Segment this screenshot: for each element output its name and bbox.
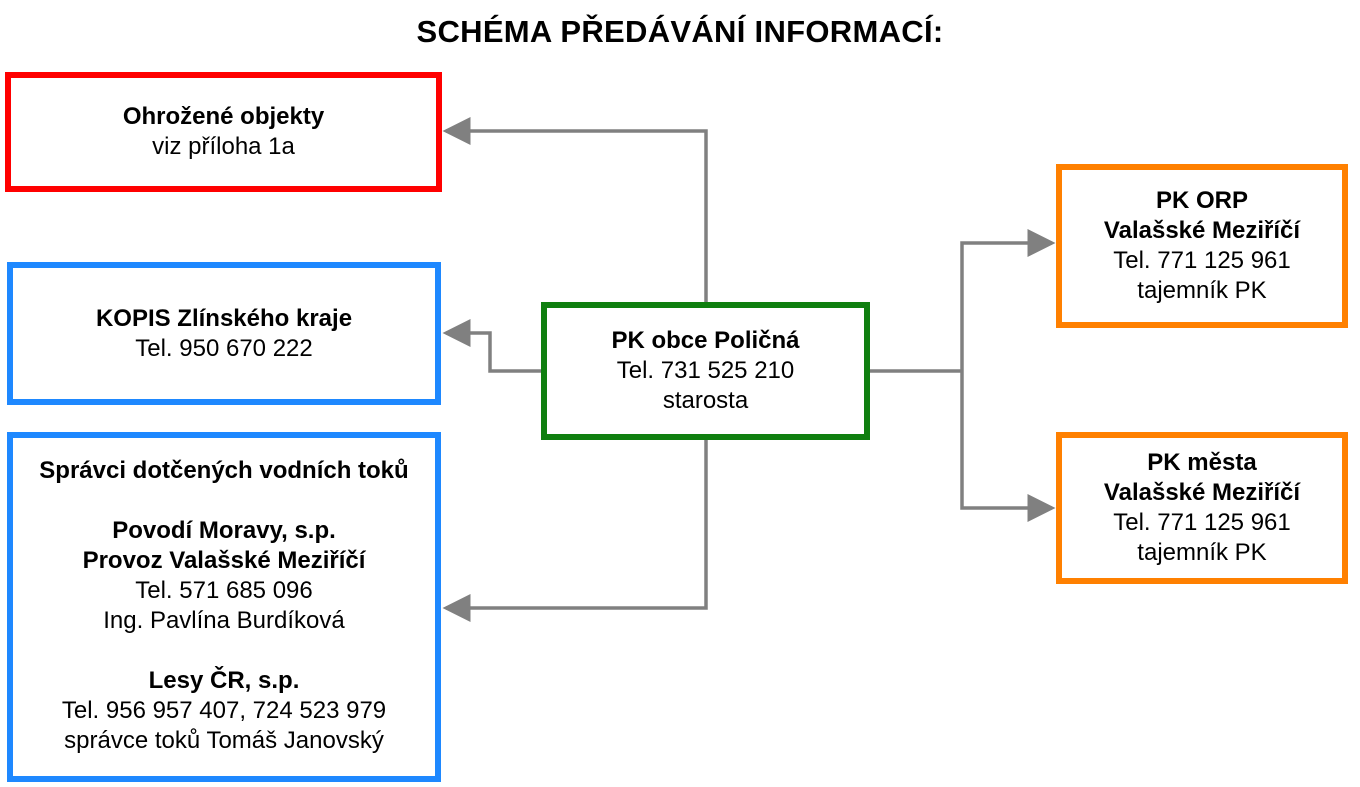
city-box: PK města Valašské Meziříčí Tel. 771 125 … xyxy=(1056,432,1348,584)
povodi-person: Ing. Pavlína Burdíková xyxy=(103,607,345,634)
orp-phone: Tel. 771 125 961 xyxy=(1113,247,1291,274)
lesy-name: Lesy ČR, s.p. xyxy=(148,667,300,694)
arrow-to-managers xyxy=(442,440,708,622)
threatened-note: viz příloha 1a xyxy=(152,133,295,160)
watercourse-managers-box: Správci dotčených vodních toků Povodí Mo… xyxy=(7,432,441,782)
povodi-phone: Tel. 571 685 096 xyxy=(135,577,313,604)
center-phone: Tel. 731 525 210 xyxy=(616,357,795,384)
arrow-to-city xyxy=(960,371,1056,522)
center-municipality-box: PK obce Poličná Tel. 731 525 210 starost… xyxy=(541,302,870,440)
city-title: PK města xyxy=(1147,449,1257,476)
center-role: starosta xyxy=(662,387,749,414)
center-title: PK obce Poličná xyxy=(611,327,800,354)
kopis-box: KOPIS Zlínského kraje Tel. 950 670 222 xyxy=(7,262,441,405)
city-subtitle: Valašské Meziříčí xyxy=(1103,479,1301,506)
city-phone: Tel. 771 125 961 xyxy=(1113,509,1291,536)
arrow-to-orp xyxy=(960,229,1056,371)
orp-subtitle: Valašské Meziříčí xyxy=(1103,217,1301,244)
orp-title: PK ORP xyxy=(1155,187,1248,214)
orp-box: PK ORP Valašské Meziříčí Tel. 771 125 96… xyxy=(1056,164,1348,328)
povodi-unit: Provoz Valašské Meziříčí xyxy=(82,547,366,574)
arrow-to-kopis xyxy=(442,319,541,373)
managers-title: Správci dotčených vodních toků xyxy=(39,457,409,484)
city-role: tajemník PK xyxy=(1137,539,1267,566)
arrow-to-threatened xyxy=(442,117,708,302)
lesy-person: správce toků Tomáš Janovský xyxy=(64,727,384,754)
povodi-name: Povodí Moravy, s.p. xyxy=(112,517,336,544)
kopis-title: KOPIS Zlínského kraje xyxy=(95,304,353,332)
threatened-objects-box: Ohrožené objekty viz příloha 1a xyxy=(5,72,442,192)
diagram-title: SCHÉMA PŘEDÁVÁNÍ INFORMACÍ: xyxy=(416,14,944,49)
threatened-title: Ohrožené objekty xyxy=(122,103,325,130)
lesy-phone: Tel. 956 957 407, 724 523 979 xyxy=(61,697,387,724)
kopis-phone: Tel. 950 670 222 xyxy=(135,334,313,362)
orp-role: tajemník PK xyxy=(1137,277,1267,304)
